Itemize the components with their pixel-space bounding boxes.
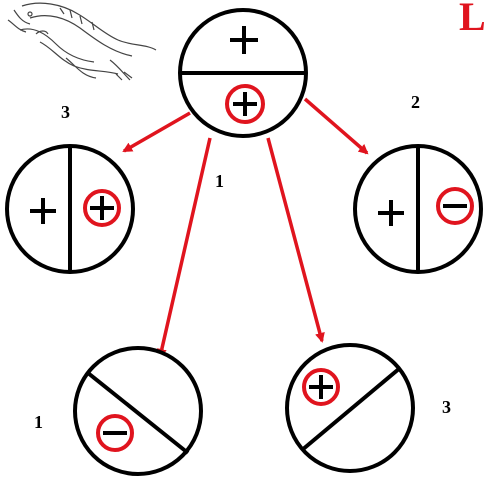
node-right-middle (353, 144, 483, 274)
plus-circled-icon (225, 84, 265, 124)
arrows (122, 97, 369, 359)
count-label-bottom-left: 1 (34, 412, 43, 432)
plus-sign (30, 198, 56, 224)
node-bottom-left (73, 346, 203, 476)
count-label-bottom-right: 3 (442, 397, 451, 417)
plus-circled-icon (83, 189, 121, 227)
arrow-top-to-bottom-right (266, 137, 325, 343)
minus-circled-icon (96, 414, 134, 452)
node-left-middle (5, 144, 135, 274)
count-label-left-middle: 3 (61, 102, 70, 122)
title-letter: L (459, 0, 486, 39)
arrow-label-center: 1 (215, 171, 224, 191)
arrow-top-to-bottom-left (156, 137, 212, 359)
plus-sign (230, 26, 258, 54)
node-bottom-right (285, 343, 415, 473)
count-label-right-middle: 2 (411, 92, 420, 112)
plus-sign (378, 200, 404, 226)
plus-circled-icon (302, 368, 340, 406)
minus-circled-icon (436, 187, 474, 225)
node-top (178, 8, 308, 138)
dragon-sketch-icon (7, 2, 157, 81)
arrow-top-to-left (122, 111, 191, 153)
arrow-top-to-right (303, 97, 369, 155)
